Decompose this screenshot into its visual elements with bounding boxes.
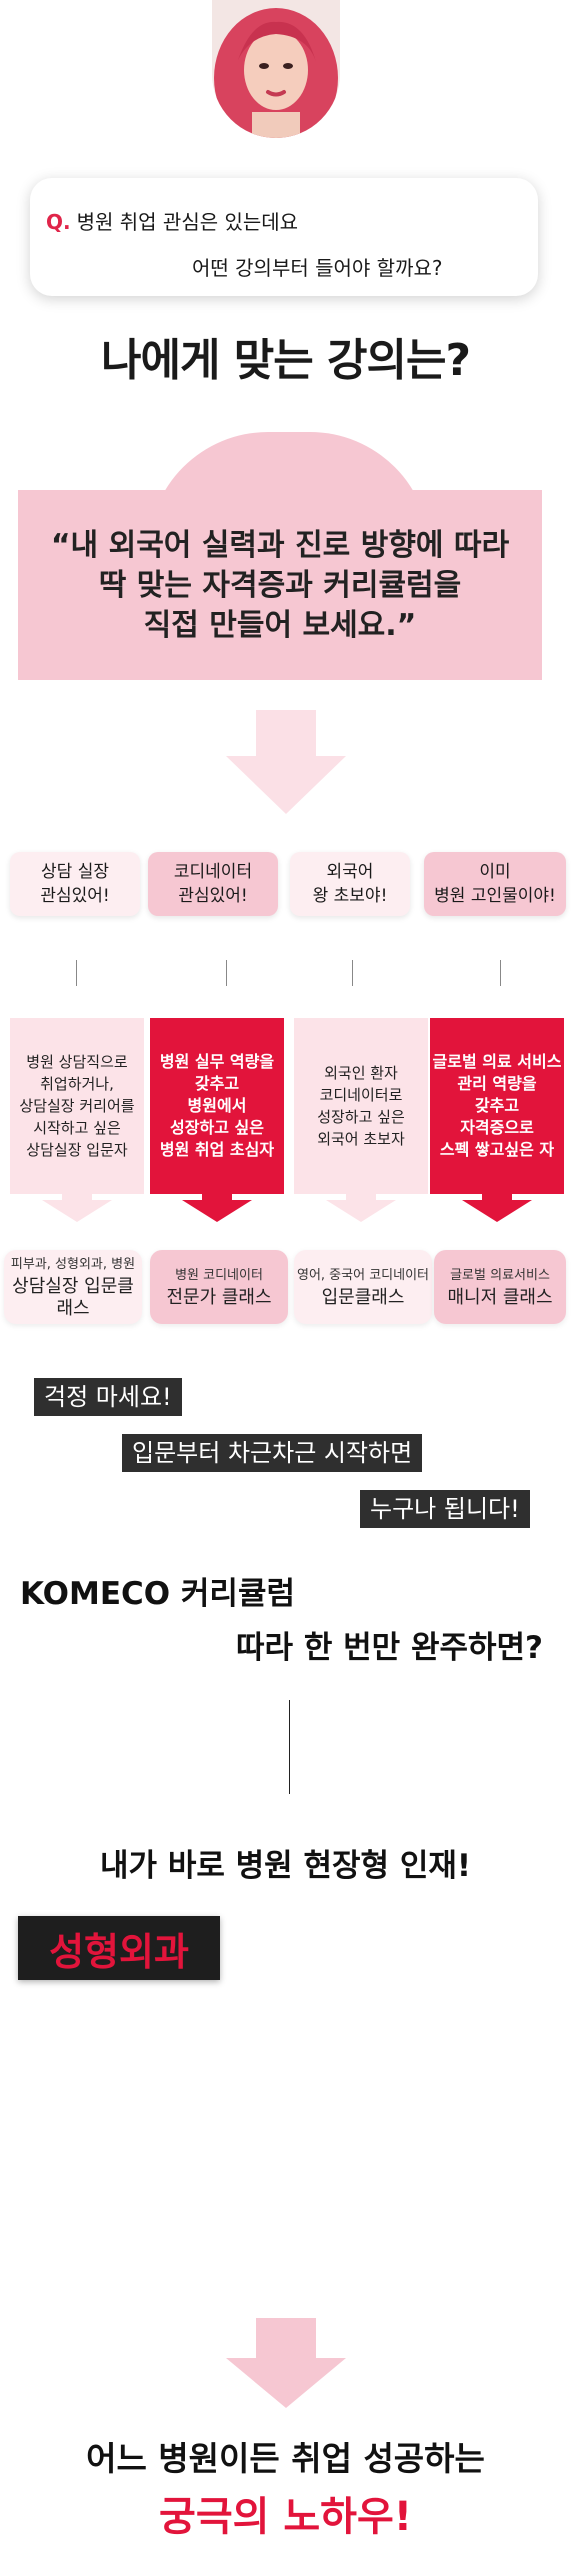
desc-line: 갖추고 xyxy=(194,1074,240,1093)
pill-line: 병원 고인물이야! xyxy=(434,886,556,906)
class-sub: 영어, 중국어 코디네이터 xyxy=(297,1268,429,1283)
class-global-manager[interactable]: 글로벌 의료서비스 매니저 클래스 xyxy=(434,1250,566,1324)
pill-line: 외국어 xyxy=(326,862,374,882)
divider-line xyxy=(289,1700,290,1794)
pill-line: 왕 초보야! xyxy=(312,886,388,906)
question-bubble: Q.병원 취업 관심은 있는데요 어떤 강의부터 들어야 할까요? xyxy=(30,178,538,296)
desc-counselor: 병원 상담직으로 취업하거나, 상담실장 커리어를 시작하고 싶은 상담실장 입… xyxy=(10,1018,144,1194)
class-counselor[interactable]: 피부과, 성형외과, 병원 상담실장 입문클래스 xyxy=(4,1250,142,1324)
desc-line: 병원 상담직으로 xyxy=(26,1053,128,1071)
pill-line: 이미 xyxy=(479,862,511,882)
desc-line: 상담실장 커리어를 xyxy=(19,1097,135,1115)
down-arrow-icon xyxy=(226,2318,346,2412)
desc-line: 취업하거나, xyxy=(40,1075,114,1093)
final-line-1: 어느 병원이든 취업 성공하는 xyxy=(86,2439,485,2478)
specialty-tag: 성형외과 xyxy=(18,1916,220,1980)
down-arrow-icon xyxy=(226,710,346,818)
class-sub: 글로벌 의료서비스 xyxy=(450,1268,550,1283)
final-line-2: 궁극의 노하우! xyxy=(159,2494,412,2540)
desc-language-beginner: 외국인 환자 코디네이터로 성장하고 싶은 외국어 초보자 xyxy=(294,1018,428,1194)
quote-line-3: 직접 만들어 보세요.” xyxy=(143,608,417,643)
pill-language-beginner[interactable]: 외국어 왕 초보야! xyxy=(290,852,410,916)
class-sub: 피부과, 성형외과, 병원 xyxy=(10,1257,136,1272)
quote-line-2: 딱 맞는 자격증과 커리큘럼을 xyxy=(98,568,462,603)
connector-line xyxy=(226,960,227,986)
tag-start-step: 입문부터 차근차근 시작하면 xyxy=(122,1434,423,1472)
connector-line xyxy=(500,960,501,986)
class-coordinator[interactable]: 병원 코디네이터 전문가 클래스 xyxy=(150,1250,288,1324)
class-name: 전문가 클래스 xyxy=(166,1287,272,1308)
desc-line: 글로벌 의료 서비스 xyxy=(432,1052,562,1071)
pill-counselor[interactable]: 상담 실장 관심있어! xyxy=(10,852,140,916)
desc-line: 시작하고 싶은 xyxy=(33,1119,121,1137)
page-title: 나에게 맞는 강의는? xyxy=(101,335,471,386)
down-arrow-icon xyxy=(326,1192,396,1226)
desc-line: 스펙 쌓고싶은 자 xyxy=(439,1140,555,1159)
pill-coordinator[interactable]: 코디네이터 관심있어! xyxy=(148,852,278,916)
q-mark: Q. xyxy=(46,210,71,234)
result-heading: 내가 바로 병원 현장형 인재! xyxy=(99,1848,472,1884)
desc-line: 병원 실무 역량을 xyxy=(159,1052,275,1071)
connector-line xyxy=(352,960,353,986)
curriculum-line-2: 따라 한 번만 완주하면? xyxy=(236,1630,544,1666)
desc-line: 병원 취업 초심자 xyxy=(159,1140,275,1159)
pill-line: 상담 실장 xyxy=(41,862,109,882)
pill-veteran[interactable]: 이미 병원 고인물이야! xyxy=(424,852,566,916)
question-line-1: Q.병원 취업 관심은 있는데요 xyxy=(46,206,298,235)
class-name: 상담실장 입문클래스 xyxy=(12,1276,134,1319)
connector-line xyxy=(76,960,77,986)
down-arrow-icon xyxy=(462,1192,532,1226)
desc-line: 자격증으로 xyxy=(460,1118,534,1137)
class-name: 입문클래스 xyxy=(321,1287,405,1308)
desc-line: 관리 역량을 xyxy=(457,1074,537,1093)
desc-line: 성장하고 싶은 xyxy=(170,1118,264,1137)
pill-line: 관심있어! xyxy=(40,886,110,906)
curriculum-line-1: KOMECO 커리큘럼 xyxy=(20,1576,295,1612)
desc-line: 병원에서 xyxy=(187,1096,247,1115)
question-text-1: 병원 취업 관심은 있는데요 xyxy=(76,210,299,234)
class-language[interactable]: 영어, 중국어 코디네이터 입문클래스 xyxy=(294,1250,432,1324)
desc-line: 외국어 초보자 xyxy=(317,1130,405,1148)
desc-line: 성장하고 싶은 xyxy=(317,1108,405,1126)
class-sub: 병원 코디네이터 xyxy=(175,1268,263,1283)
desc-line: 갖추고 xyxy=(474,1096,520,1115)
down-arrow-icon xyxy=(182,1192,252,1226)
down-arrow-icon xyxy=(42,1192,112,1226)
desc-coordinator: 병원 실무 역량을 갖추고 병원에서 성장하고 싶은 병원 취업 초심자 xyxy=(150,1018,284,1194)
pill-line: 코디네이터 xyxy=(173,862,253,882)
class-name: 매니저 클래스 xyxy=(447,1287,553,1308)
desc-veteran: 글로벌 의료 서비스 관리 역량을 갖추고 자격증으로 스펙 쌓고싶은 자 xyxy=(430,1018,564,1194)
desc-line: 상담실장 입문자 xyxy=(26,1141,128,1159)
quote-text: “내 외국어 실력과 진로 방향에 따라 딱 맞는 자격증과 커리큘럼을 직접 … xyxy=(18,526,542,646)
tag-dont-worry: 걱정 마세요! xyxy=(34,1378,182,1416)
quote-box xyxy=(18,490,542,680)
tag-anyone: 누구나 됩니다! xyxy=(360,1490,530,1528)
desc-line: 외국인 환자 xyxy=(324,1064,398,1082)
avatar xyxy=(212,0,340,138)
pill-line: 관심있어! xyxy=(178,886,248,906)
desc-line: 코디네이터로 xyxy=(319,1086,403,1104)
question-line-2: 어떤 강의부터 들어야 할까요? xyxy=(192,256,443,280)
quote-line-1: “내 외국어 실력과 진로 방향에 따라 xyxy=(50,528,510,563)
